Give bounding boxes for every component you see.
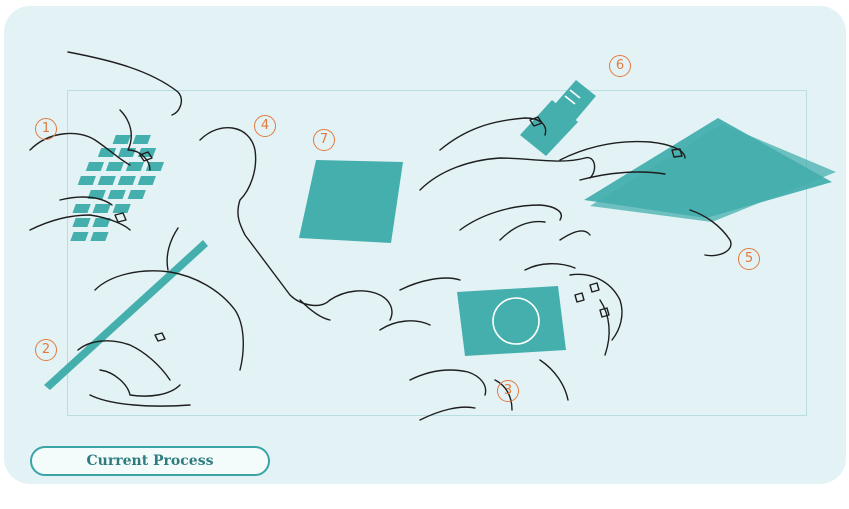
keyboard-keys [70,135,164,241]
current-process-label: Current Process [30,446,270,476]
marker-1: 1 [35,118,57,140]
marker-2: 2 [35,339,57,361]
marker-4: 4 [254,115,276,137]
stylus [44,240,208,390]
marker-5: 5 [738,248,760,270]
square-sheet [299,160,403,243]
marker-3: 3 [497,380,519,402]
marker-6: 6 [609,55,631,77]
circle-card [457,286,566,356]
marker-7: 7 [313,129,335,151]
